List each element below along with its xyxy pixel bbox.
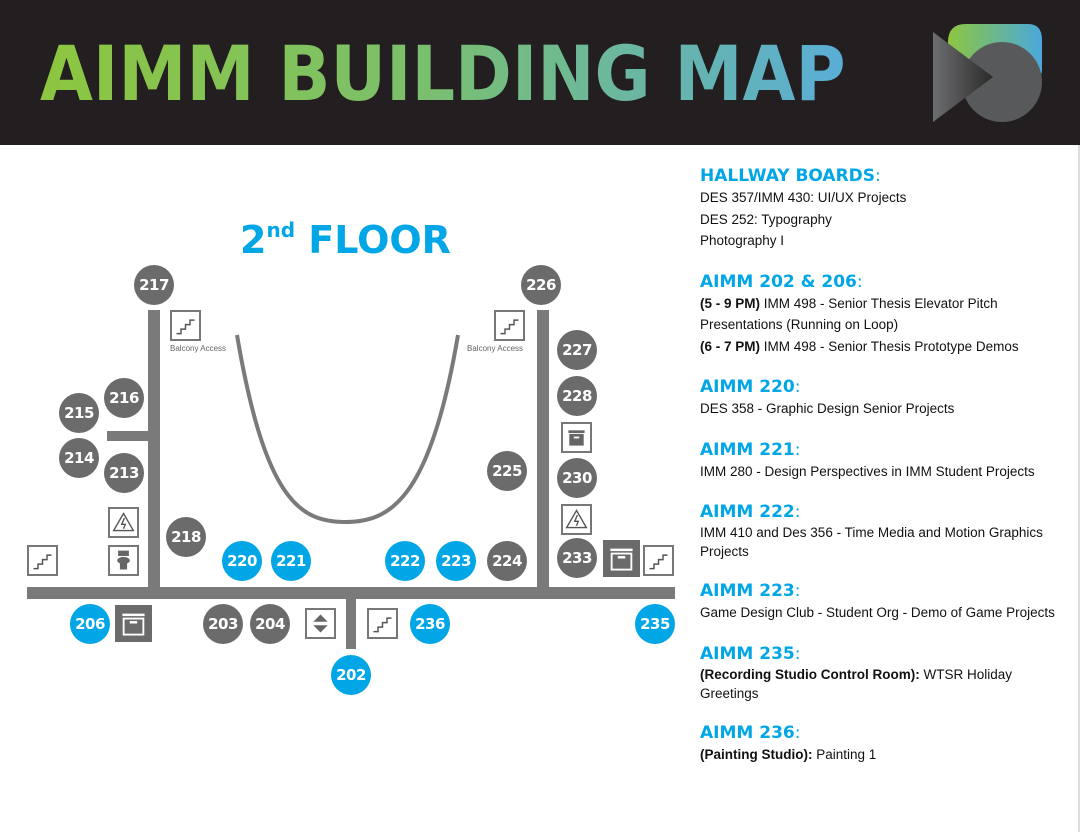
room-228[interactable]: 228 (557, 376, 597, 416)
room-226[interactable]: 226 (521, 265, 561, 305)
aimm-logo (933, 24, 1042, 122)
room-218[interactable]: 218 (166, 517, 206, 557)
room-217[interactable]: 217 (134, 265, 174, 305)
room-213[interactable]: 213 (104, 453, 144, 493)
room-202[interactable]: 202 (331, 655, 371, 695)
stairs-icon (170, 310, 201, 341)
exhibit-info-panel: HALLWAY BOARDS: DES 357/IMM 430: UI/UX P… (700, 165, 1070, 784)
hallway-right (537, 310, 549, 592)
balcony-access-label: Balcony Access (170, 344, 227, 353)
stairs-icon (27, 545, 58, 576)
hallway-main (27, 587, 675, 599)
room-222[interactable]: 222 (385, 541, 425, 581)
room-233[interactable]: 233 (557, 538, 597, 578)
info-aimm-235: AIMM 235:(Recording Studio Control Room)… (700, 643, 1012, 701)
info-aimm-220: AIMM 220:DES 358 - Graphic Design Senior… (700, 377, 955, 416)
hallway-left (148, 310, 160, 592)
room-236[interactable]: 236 (410, 604, 450, 644)
stairs-icon (643, 545, 674, 576)
room-230[interactable]: 230 (557, 458, 597, 498)
stairs-icon (494, 310, 525, 341)
room-216[interactable]: 216 (104, 378, 144, 418)
room-225[interactable]: 225 (487, 451, 527, 491)
storage-box-icon (603, 540, 640, 577)
info-hallway-boards: HALLWAY BOARDS: DES 357/IMM 430: UI/UX P… (700, 166, 907, 248)
room-224[interactable]: 224 (487, 541, 527, 581)
stairs-icon (367, 608, 398, 639)
storage-box-icon (561, 422, 592, 453)
elevator-icon (305, 608, 336, 639)
room-227[interactable]: 227 (557, 330, 597, 370)
header-banner: AIMM BUILDING MAP (0, 0, 1080, 145)
room-206[interactable]: 206 (70, 604, 110, 644)
electrical-hazard-icon (108, 507, 139, 538)
restroom-icon (108, 545, 139, 576)
room-221[interactable]: 221 (271, 541, 311, 581)
info-aimm-236: AIMM 236:(Painting Studio): Painting 1 (700, 722, 877, 762)
room-203[interactable]: 203 (203, 604, 243, 644)
room-204[interactable]: 204 (250, 604, 290, 644)
floor-title: 2nd FLOOR (240, 218, 451, 262)
page-title: AIMM BUILDING MAP (40, 29, 846, 118)
room-214[interactable]: 214 (59, 438, 99, 478)
room-220[interactable]: 220 (222, 541, 262, 581)
balcony-access-label: Balcony Access (467, 344, 524, 353)
info-aimm-221: AIMM 221:IMM 280 - Design Perspectives i… (700, 439, 1035, 479)
hallway-stub (346, 597, 356, 649)
info-aimm-222: AIMM 222:IMM 410 and Des 356 - Time Medi… (700, 502, 1043, 559)
info-aimm-202-206: AIMM 202 & 206: (5 - 9 PM) IMM 498 - Sen… (700, 271, 1019, 354)
hallway-left-branch (107, 431, 152, 441)
storage-box-icon (115, 605, 152, 642)
room-223[interactable]: 223 (436, 541, 476, 581)
info-aimm-223: AIMM 223:Game Design Club - Student Org … (700, 581, 1055, 620)
room-235[interactable]: 235 (635, 604, 675, 644)
room-215[interactable]: 215 (59, 393, 99, 433)
electrical-hazard-icon (561, 504, 592, 535)
atrium-curve (235, 334, 460, 525)
